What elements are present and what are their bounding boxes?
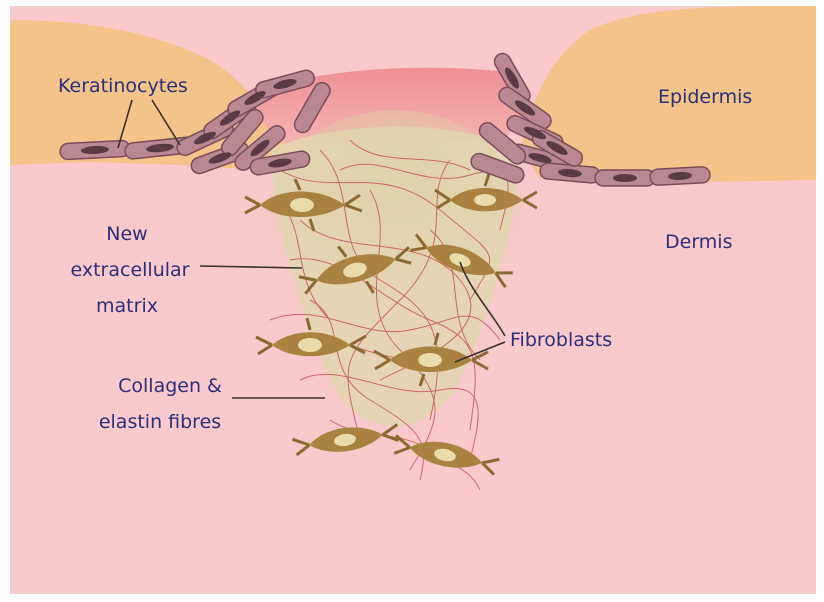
epidermis-label: Epidermis bbox=[658, 86, 752, 108]
collagen-label-line2: elastin fibres bbox=[99, 411, 221, 433]
keratinocytes-label: Keratinocytes bbox=[58, 75, 188, 97]
dermis-label: Dermis bbox=[665, 231, 732, 253]
collagen-label-line1: Collagen & bbox=[118, 375, 222, 397]
new-matrix-label-line1: New bbox=[106, 223, 147, 245]
fibroblasts-label: Fibroblasts bbox=[510, 329, 612, 351]
new-matrix-label-line3: matrix bbox=[96, 295, 158, 317]
new-matrix-label-line2: extracellular bbox=[71, 259, 190, 281]
